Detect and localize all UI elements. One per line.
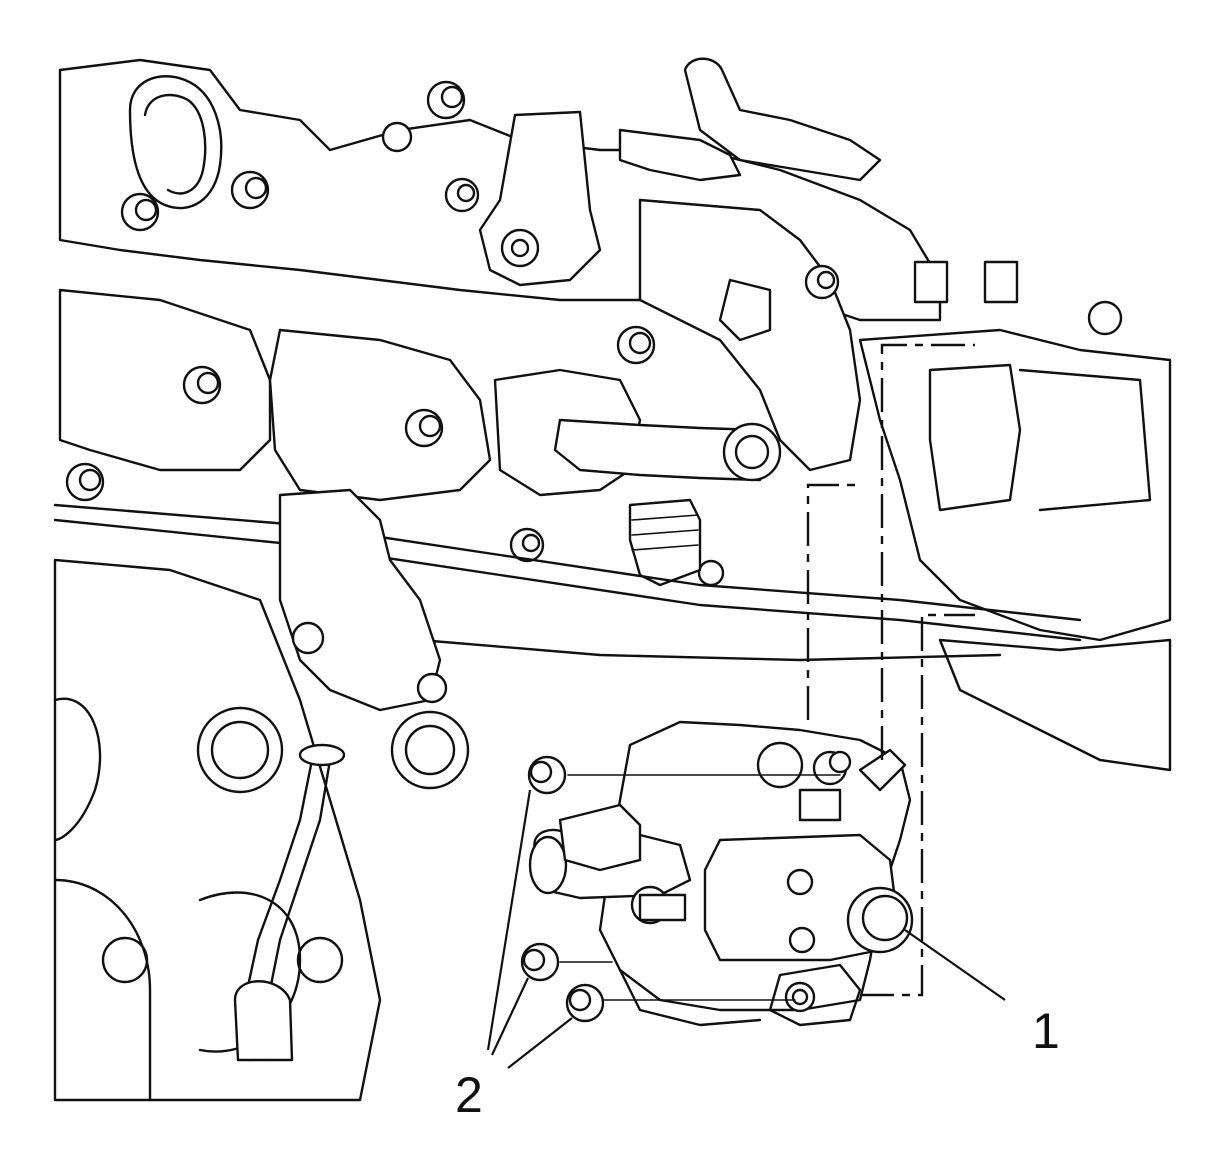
mount-bracket — [278, 488, 442, 712]
leader-2c — [507, 1017, 573, 1069]
pump-body — [703, 833, 897, 962]
callout-label-1: 1 — [1032, 1003, 1060, 1059]
rail-lower — [53, 518, 1082, 642]
fuel-pump-assembly — [528, 720, 914, 1027]
alignment-lines — [559, 343, 975, 1001]
engine-background — [53, 57, 1172, 1102]
mounting-nuts — [520, 755, 605, 1023]
nut-middle — [520, 942, 560, 982]
phantom-line-flange — [860, 613, 975, 997]
block-right — [858, 328, 1172, 642]
leader-2a — [486, 789, 532, 1051]
leader-2b — [491, 977, 529, 1056]
hose-end — [628, 498, 702, 587]
callout-leaders — [486, 789, 1006, 1069]
leader-1 — [904, 929, 1006, 1001]
pump-metering-unit — [558, 803, 642, 872]
thermostat-ring — [128, 75, 223, 210]
plug-1 — [913, 260, 949, 304]
phantom-line-stud-1 — [806, 483, 860, 720]
rail-upper — [53, 503, 1082, 622]
pump-mount-hole-top — [828, 750, 852, 774]
manifold-runner-1 — [58, 288, 272, 472]
top-pipe — [618, 128, 742, 182]
phantom-line-stud-2 — [880, 343, 975, 760]
nut-bottom — [565, 983, 605, 1023]
nut-top — [527, 755, 567, 795]
manifold-runner-2 — [268, 328, 492, 502]
pipe-elbow — [683, 57, 882, 182]
plug-2 — [983, 260, 1019, 304]
block-lower-right — [938, 638, 1172, 772]
callout-label-2: 2 — [455, 1067, 483, 1123]
